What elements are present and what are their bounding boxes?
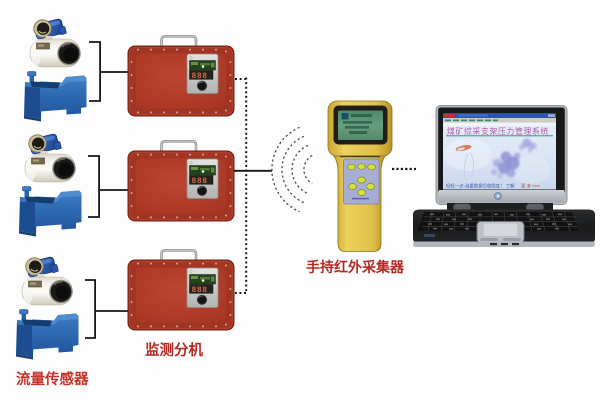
svg-text:轻轻一点·海量数据尽收眼底！ 了解: 轻轻一点·海量数据尽收眼底！ 了解 (446, 182, 515, 189)
svg-text:更 多 >>>: 更 多 >>> (521, 182, 540, 189)
svg-text:手持红外采集器: 手持红外采集器 (306, 259, 405, 275)
svg-text:监测分机: 监测分机 (145, 341, 203, 359)
svg-text:煤矿综采支架压力管理系统: 煤矿综采支架压力管理系统 (447, 126, 549, 136)
svg-text:流量传感器: 流量传感器 (16, 370, 89, 388)
